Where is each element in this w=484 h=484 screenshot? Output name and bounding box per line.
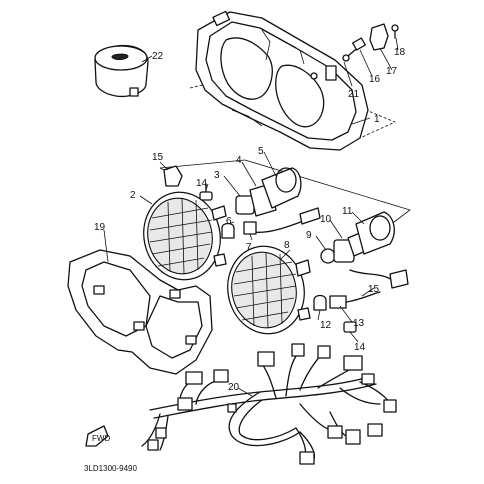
bulb-14-top (199, 183, 213, 201)
callout-17: 17 (386, 66, 398, 77)
callout-14-top: 14 (196, 178, 208, 189)
callout-11: 11 (342, 206, 353, 217)
document-code: 3LD1300-9490 (84, 464, 137, 473)
callout-9: 9 (306, 230, 312, 241)
callout-20: 20 (228, 382, 240, 393)
callout-labels: 22 1 21 16 17 18 15 2 14 3 4 5 6 7 8 9 1… (84, 47, 406, 473)
wire-harness (141, 343, 397, 465)
cover-cap (94, 44, 149, 98)
headlight-rim (67, 249, 213, 375)
mounting-hardware (342, 23, 399, 62)
callout-19: 19 (94, 222, 106, 233)
callout-12: 12 (320, 320, 332, 331)
callout-18: 18 (394, 47, 406, 58)
headlight-housing (195, 10, 369, 151)
socket-15-top (163, 165, 183, 187)
callout-13: 13 (353, 318, 365, 329)
callout-5: 5 (258, 146, 264, 157)
callout-6: 6 (226, 216, 232, 227)
bulb-assembly-right (320, 211, 409, 289)
callout-10: 10 (320, 214, 332, 225)
callout-14-lower: 14 (354, 342, 366, 353)
fwd-arrow-icon: FWD (85, 425, 110, 447)
callout-16: 16 (369, 74, 381, 85)
callout-15-right: 15 (368, 284, 380, 295)
bulb-assembly-left (235, 167, 302, 217)
callout-1: 1 (374, 114, 380, 125)
callout-7: 7 (246, 242, 252, 253)
wire-lead-left (221, 207, 321, 239)
lower-bulbs (313, 291, 381, 333)
callout-15-top: 15 (152, 152, 164, 163)
callout-22: 22 (152, 51, 164, 62)
callout-4: 4 (236, 155, 242, 166)
callout-21: 21 (348, 89, 360, 100)
callout-3: 3 (214, 170, 220, 181)
fwd-label: FWD (92, 434, 110, 443)
callout-8: 8 (284, 240, 290, 251)
left-headlight-unit (143, 191, 227, 281)
callout-2: 2 (130, 190, 136, 201)
right-headlight-unit (227, 245, 311, 335)
leader-lines (103, 37, 399, 397)
